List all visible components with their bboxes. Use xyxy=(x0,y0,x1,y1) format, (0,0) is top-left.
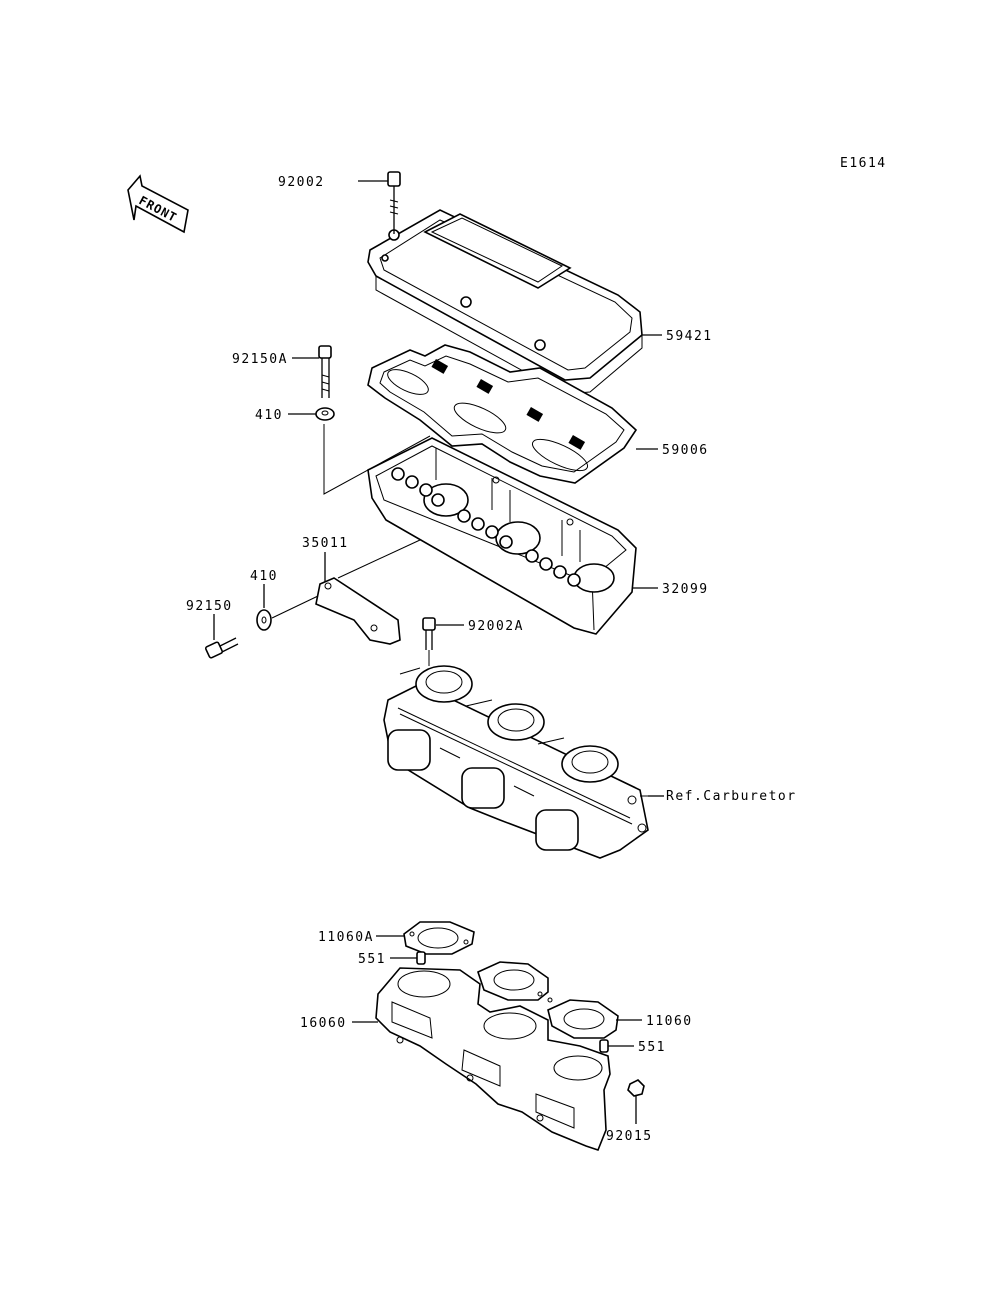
label-551-lower: 551 xyxy=(638,1040,666,1055)
label-92002: 92002 xyxy=(278,175,325,190)
nut-92015-icon xyxy=(627,1079,645,1097)
leader-lines xyxy=(213,180,664,1124)
label-11060a: 11060A xyxy=(318,930,374,945)
label-59006: 59006 xyxy=(662,443,709,458)
label-551-upper: 551 xyxy=(358,952,386,967)
label-ref-carburetor: Ref.Carburetor xyxy=(666,789,797,804)
label-16060: 16060 xyxy=(300,1016,347,1031)
bolt-92002-icon xyxy=(387,171,401,234)
label-92015: 92015 xyxy=(606,1129,653,1144)
washer-410-lower-icon xyxy=(256,595,319,631)
dowel-pin-551-lower-icon xyxy=(599,1039,609,1053)
gasket-11060a xyxy=(403,921,475,955)
bolt-92150a-icon xyxy=(318,345,332,398)
dowel-pin-551-upper-icon xyxy=(416,951,426,965)
air-cleaner-base xyxy=(367,437,637,635)
label-11060: 11060 xyxy=(646,1014,693,1029)
label-59421: 59421 xyxy=(666,329,713,344)
intake-manifold-16060 xyxy=(375,967,611,1151)
label-32099: 32099 xyxy=(662,582,709,597)
carburetor-assembly xyxy=(383,665,660,859)
diagram-code: E1614 xyxy=(840,156,887,171)
gasket-11060 xyxy=(477,961,619,1039)
label-410-upper: 410 xyxy=(255,408,283,423)
bolt-92002a-icon xyxy=(422,617,436,666)
front-arrow-icon: FRONT xyxy=(127,174,189,234)
label-410-lower: 410 xyxy=(250,569,278,584)
label-92150: 92150 xyxy=(186,599,233,614)
air-cleaner-gasket xyxy=(367,344,638,484)
bolt-92150-icon xyxy=(204,637,239,659)
label-92150a: 92150A xyxy=(232,352,288,367)
washer-410-upper-icon xyxy=(315,407,335,421)
bracket-35011 xyxy=(315,539,421,645)
label-35011: 35011 xyxy=(302,536,349,551)
label-92002a: 92002A xyxy=(468,619,524,634)
